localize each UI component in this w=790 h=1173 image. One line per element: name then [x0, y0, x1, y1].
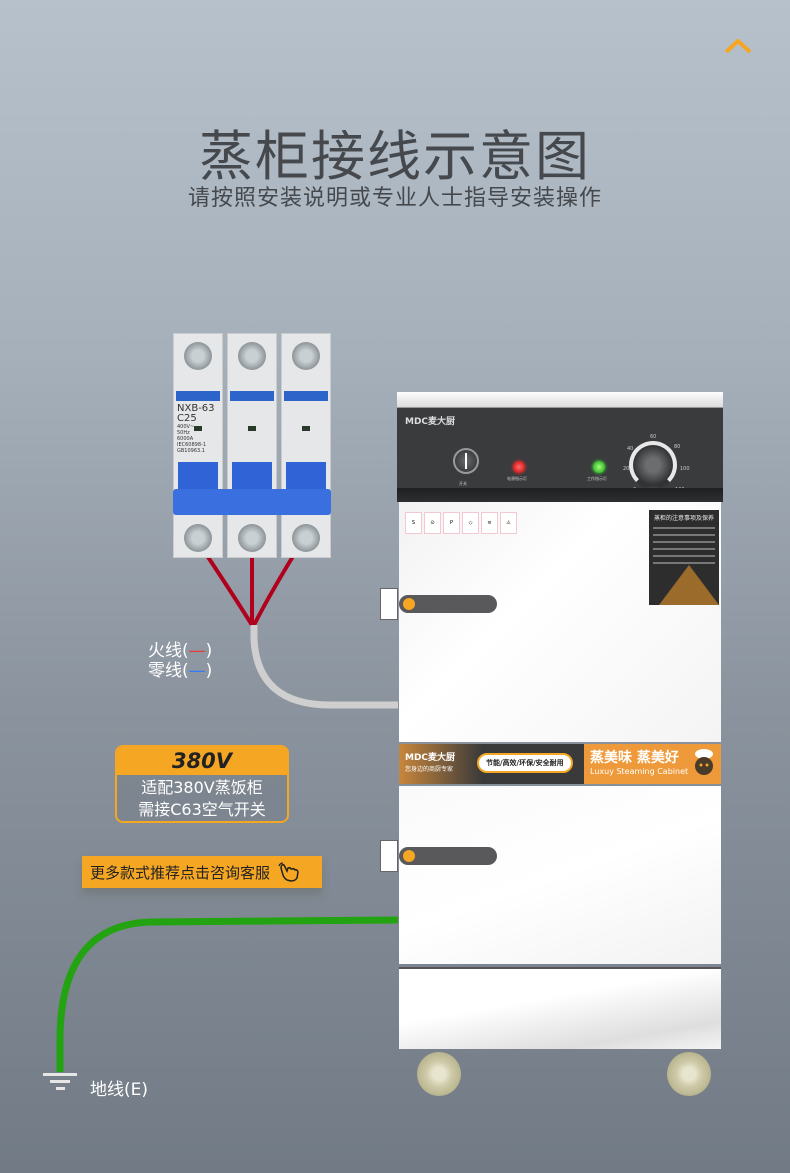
band-brand-logo: MDC麦大厨: [405, 753, 456, 763]
warning-triangle-icon: ⚠: [500, 512, 517, 534]
chef-mascot-icon: [695, 749, 713, 775]
contact-service-label: 更多款式推荐点击咨询客服: [90, 863, 271, 882]
breaker-spec: IEC60898-1: [177, 442, 207, 448]
power-cable: [250, 625, 398, 709]
voltage-note-1: 适配380V蒸饭柜: [141, 778, 263, 797]
safety-cert-icon: ⊙: [424, 512, 441, 534]
breaker-spec: 50Hz: [177, 430, 190, 436]
timer-tick: 40: [627, 446, 634, 452]
brand-band: MDC麦大厨 您身边的商厨专家 节能/高效/环保/安全耐用 蒸美味 蒸美好 Lu…: [399, 744, 721, 784]
terminal-screw: [184, 342, 212, 370]
breaker-spec: GB10963.1: [177, 448, 205, 454]
cabinet-base: [399, 967, 721, 1049]
indicator-window: [194, 426, 202, 431]
timer-tick: 20: [623, 466, 630, 472]
lower-door[interactable]: [399, 786, 721, 964]
blue-stripe: [230, 391, 274, 401]
steam-cabinet: MDC麦大厨 开关 电源指示灯 工作指示灯 0 20 40 60 80 100 …: [380, 392, 723, 1096]
indicator-window: [302, 426, 310, 431]
scroll-to-top-icon[interactable]: [724, 38, 752, 54]
terminal-screw: [292, 342, 320, 370]
features-pill: 节能/高效/环保/安全耐用: [477, 753, 573, 773]
breaker-spec: 400V~: [177, 424, 195, 430]
door-hinge: [380, 840, 398, 872]
live-wire-swatch: —: [188, 641, 206, 661]
terminal-screw: [238, 342, 266, 370]
breaker-rating: C25: [177, 413, 197, 424]
timer-dial[interactable]: [629, 441, 677, 489]
pressure-cert-icon: P: [443, 512, 460, 534]
quality-cert-icon: S: [405, 512, 422, 534]
terminal-screw: [292, 524, 320, 552]
certification-labels: S ⊙ P ◇ ≡ ⚠: [405, 512, 517, 534]
lower-door-handle[interactable]: [399, 847, 497, 865]
ground-symbol-icon: [43, 1073, 77, 1090]
cabinet-top: [397, 392, 723, 408]
band-brand-tagline: 您身边的商厨专家: [405, 766, 454, 773]
page-title: 蒸柜接线示意图: [199, 125, 591, 188]
paren: ): [205, 641, 213, 661]
work-indicator-label: 工作指示灯: [587, 476, 607, 481]
door-hinge: [380, 588, 398, 620]
voltage-note-2: 需接C63空气开关: [138, 800, 266, 819]
page-subtitle: 请按照安装说明或专业人士指导安装操作: [187, 186, 602, 211]
ground-wire: [56, 916, 399, 1072]
band-slogan: 蒸美味 蒸美好: [590, 750, 679, 766]
caster-wheel-brake: [667, 1052, 711, 1096]
timer-tick: 60: [650, 434, 657, 440]
breaker-pole-2: [227, 333, 277, 558]
power-indicator-label: 电源指示灯: [507, 476, 527, 481]
live-wire-legend: 火线(—): [148, 641, 212, 661]
notice-title: 蒸柜的注意事项及保养: [653, 515, 714, 522]
wire-legend: 火线(—) 零线(—): [148, 641, 212, 681]
timer-tick: 80: [674, 444, 681, 450]
contact-service-button[interactable]: 更多款式推荐点击咨询客服: [82, 856, 322, 888]
power-indicator-led: [513, 461, 525, 473]
breaker-model: NXB-63: [177, 403, 215, 414]
circuit-breaker: NXB-63 C25 400V~ 50Hz 6000A IEC60898-1 G…: [173, 333, 331, 558]
ground-wire-label: 地线(E): [90, 1080, 149, 1100]
power-switch-knob[interactable]: [453, 448, 479, 474]
notice-label: 蒸柜的注意事项及保养: [649, 510, 719, 605]
band-slogan-en: Luxuy Steaming Cabinet: [590, 767, 689, 776]
upper-door-handle[interactable]: [399, 595, 497, 613]
neutral-wire-label: 零线(: [148, 661, 189, 681]
panel-brand-logo: MDC麦大厨: [405, 417, 456, 427]
blue-stripe: [176, 391, 220, 401]
caution-label-icon: ≡: [481, 512, 498, 534]
blue-stripe: [284, 391, 328, 401]
neutral-wire-legend: 零线(—): [148, 661, 212, 681]
voltage-value: 380V: [117, 747, 287, 775]
live-wire-label: 火线(: [148, 641, 189, 661]
power-switch-label: 开关: [459, 481, 467, 486]
terminal-screw: [184, 524, 212, 552]
breaker-label: NXB-63 C25 400V~ 50Hz 6000A IEC60898-1 G…: [177, 403, 215, 455]
caster-wheel: [417, 1052, 461, 1096]
work-indicator-led: [593, 461, 605, 473]
breaker-handle[interactable]: [173, 489, 331, 515]
panel-vent-strip: [397, 488, 723, 502]
terminal-screw: [238, 524, 266, 552]
breaker-spec: 6000A: [177, 436, 194, 442]
hand-pointer-icon: [278, 862, 299, 882]
indicator-window: [248, 426, 256, 431]
control-panel: MDC麦大厨 开关 电源指示灯 工作指示灯 0 20 40 60 80 100 …: [397, 408, 723, 502]
voltage-info-box: 380V 适配380V蒸饭柜 需接C63空气开关: [115, 745, 289, 823]
breaker-pole-3: [281, 333, 331, 558]
paren: ): [205, 661, 213, 681]
warning-diamond-icon: ◇: [462, 512, 479, 534]
neutral-wire-swatch: —: [188, 661, 206, 681]
timer-tick: 100: [680, 466, 690, 472]
